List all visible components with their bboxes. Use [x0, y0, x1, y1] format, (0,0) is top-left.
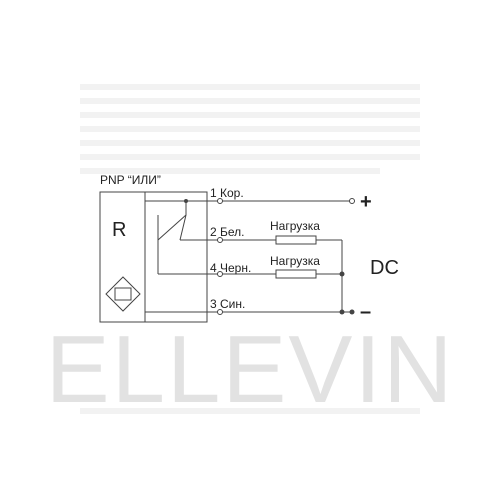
terminal-3-label: 3 Син.: [210, 297, 245, 311]
sensor-body: [99, 191, 208, 323]
terminal-2-label: 2 Бел.: [210, 225, 245, 239]
terminal-4-label: 4 Черн.: [210, 261, 251, 275]
sensor-letter: R: [112, 219, 126, 241]
background-text-ghost: [80, 84, 420, 414]
load-1-label: Нагрузка: [270, 219, 320, 233]
inductive-sensor-icon: [105, 276, 141, 312]
terminal-1-dot: [217, 198, 223, 204]
load-2-label: Нагрузка: [270, 254, 320, 268]
supply-label: DC: [370, 257, 399, 279]
diagram-title: PNP “ИЛИ”: [100, 173, 161, 187]
junction-dot-1: [339, 271, 345, 277]
terminal-2-dot: [217, 237, 223, 243]
load-resistor-1: [275, 235, 317, 245]
internal-switch-icon: [157, 199, 220, 275]
plus-terminal-dot: [349, 198, 355, 204]
minus-sign: –: [360, 301, 371, 323]
terminal-3-dot: [217, 309, 223, 315]
terminal-1-label: 1 Кор.: [210, 186, 244, 200]
terminal-4-dot: [217, 271, 223, 277]
load-resistor-2: [275, 269, 317, 279]
plus-sign: +: [360, 191, 372, 213]
minus-terminal-dot: [349, 309, 355, 315]
watermark-text: ELLEVIN: [46, 316, 455, 423]
